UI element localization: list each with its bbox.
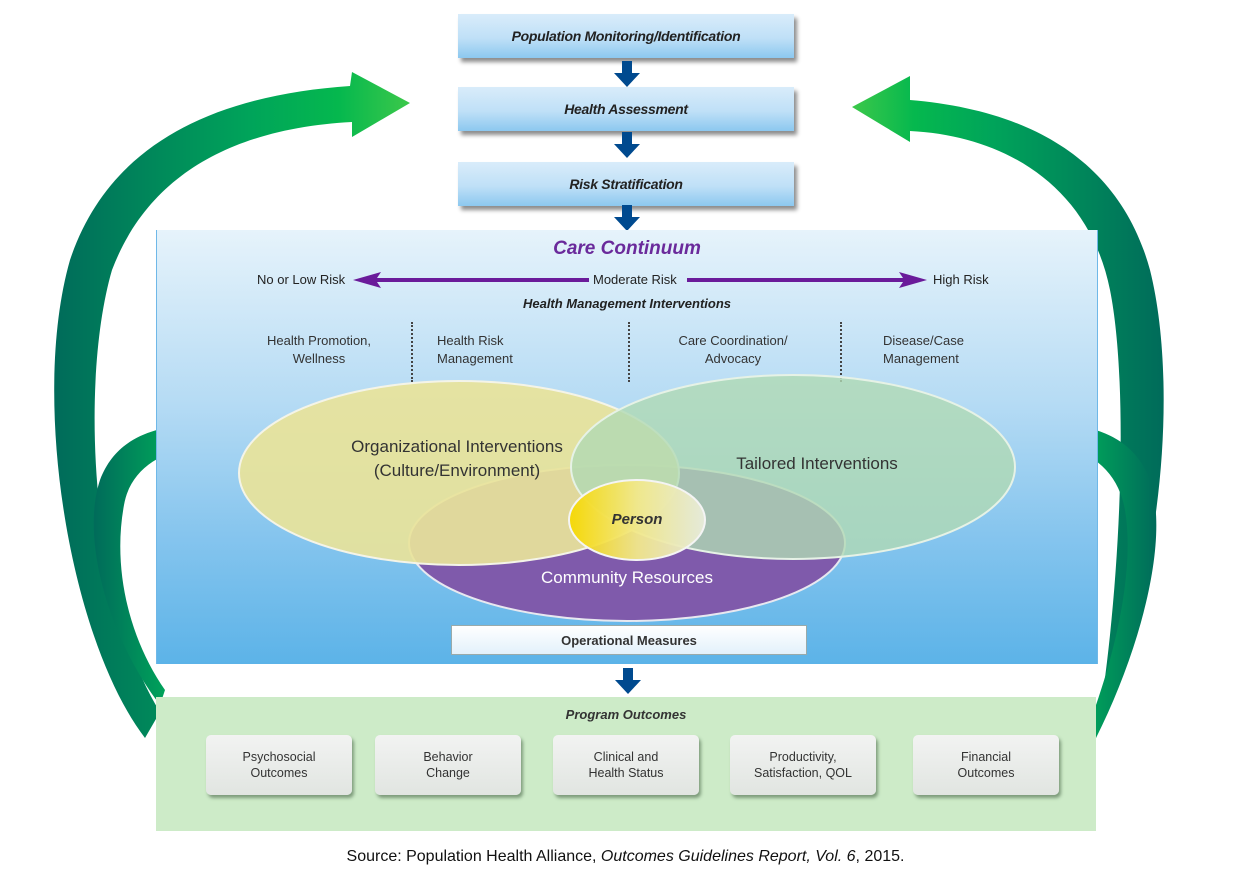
step-population-monitoring: Population Monitoring/Identification [458,14,794,58]
step-label: Risk Stratification [569,176,683,192]
risk-label-low: No or Low Risk [257,272,346,287]
flow-down-arrow-icon [615,668,641,694]
health-management-interventions-title: Health Management Interventions [522,296,732,311]
flow-down-arrow-icon [614,132,640,158]
column-separator [411,322,413,382]
risk-label-high: High Risk [933,272,989,287]
venn-label-community: Community Resources [541,568,713,587]
intervention-care-coordination: Care Coordination/ Advocacy [678,333,788,366]
care-continuum-panel: Care Continuum No or Low Risk Moderate R… [156,230,1098,664]
intervention-health-risk-management: Health Risk Management [437,333,513,366]
step-health-assessment: Health Assessment [458,87,794,131]
step-label: Population Monitoring/Identification [511,28,741,44]
program-outcomes-title: Program Outcomes [565,707,687,722]
venn-diagram [238,374,1016,622]
column-separator [840,322,842,382]
venn-label-person: Person [611,511,663,528]
step-risk-stratification: Risk Stratification [458,162,794,206]
intervention-disease-case-management: Disease/Case Management [883,333,964,366]
venn-label-organizational: Organizational Interventions (Culture/En… [351,437,563,480]
source-caption: Source: Population Health Alliance, Outc… [346,848,905,865]
operational-measures-box: Operational Measures [451,625,807,655]
care-continuum-title: Care Continuum [553,238,701,259]
flow-down-arrow-icon [614,61,640,87]
outcome-productivity-satisfaction: Productivity,Satisfaction, QOL [730,735,876,795]
risk-label-moderate: Moderate Risk [593,272,677,287]
step-label: Health Assessment [564,101,688,117]
risk-arrow-right-icon [687,272,927,288]
flow-down-arrow-icon [614,205,640,231]
risk-arrow-left-icon [353,272,589,288]
column-separator [628,322,630,382]
venn-person [568,479,706,561]
venn-label-tailored: Tailored Interventions [736,454,898,473]
intervention-health-promotion: Health Promotion, Wellness [266,333,372,366]
